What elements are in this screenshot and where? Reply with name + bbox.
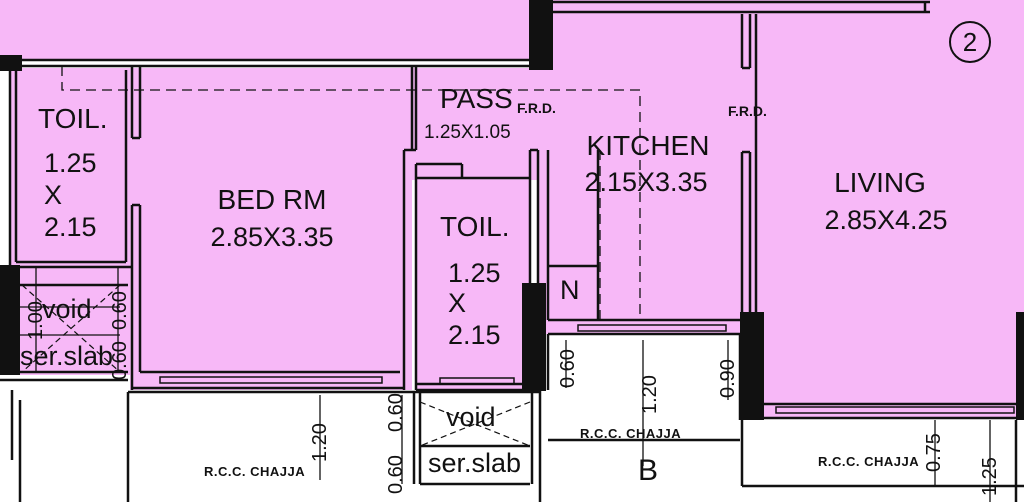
dim-mid-060-b: 0.60 xyxy=(385,455,407,494)
grid-label-b: B xyxy=(638,454,658,487)
kitchen-fill xyxy=(538,12,748,334)
toilet-left-name: TOIL. xyxy=(38,103,108,134)
room-fills xyxy=(0,0,1024,417)
void-left-fill xyxy=(10,265,130,375)
passage-frd: F.R.D. xyxy=(517,100,556,116)
toilet-left-fill xyxy=(10,68,130,268)
dim-left-100: 1.00 xyxy=(25,301,47,340)
bedroom-fill xyxy=(130,68,412,390)
chajja-bed-label: R.C.C. CHAJJA xyxy=(204,464,305,479)
dimension-lines xyxy=(35,266,991,502)
toilet-mid-dim-a: 1.25 xyxy=(448,258,501,288)
serslab-mid-label: ser.slab xyxy=(428,448,521,478)
void-left-label: void xyxy=(42,294,92,324)
bedroom-dims: 2.85X3.35 xyxy=(210,222,333,252)
column xyxy=(0,265,20,375)
toilet-mid-dim-x: X xyxy=(448,288,466,318)
dim-left-060-a: 0.60 xyxy=(109,291,131,330)
dim-left-060-b: 0.60 xyxy=(109,341,131,380)
dashed-outline xyxy=(61,66,641,320)
toilet-mid-dim-b: 2.15 xyxy=(448,320,501,350)
living-dims: 2.85X4.25 xyxy=(824,205,947,235)
living-frd: F.R.D. xyxy=(728,103,767,119)
dim-liv-075: 0.75 xyxy=(923,433,945,472)
column xyxy=(740,312,764,420)
toilet-left-dim-x: X xyxy=(44,180,62,210)
passage-dims: 1.25X1.05 xyxy=(424,122,511,143)
column xyxy=(1016,312,1024,420)
toilet-mid-name: TOIL. xyxy=(440,211,510,242)
kitchen-name: KITCHEN xyxy=(587,130,710,161)
dim-bed-120: 1.20 xyxy=(309,423,331,462)
dim-kit-090: 0.90 xyxy=(717,359,739,398)
chajja-kitchen-label: R.C.C. CHAJJA xyxy=(580,426,681,441)
chajja-living-label: R.C.C. CHAJJA xyxy=(818,454,919,469)
toilet-left-dim-a: 1.25 xyxy=(44,148,97,178)
dim-liv-125: 1.25 xyxy=(979,457,1001,496)
kitchen-niche: N xyxy=(560,275,580,305)
column xyxy=(529,0,553,70)
void-mid-label: void xyxy=(446,402,496,432)
dim-kit-060: 0.60 xyxy=(557,349,579,388)
dim-kit-120: 1.20 xyxy=(639,375,661,414)
unit-number-circle xyxy=(949,21,991,63)
dim-mid-060-a: 0.60 xyxy=(385,393,407,432)
unit-number: 2 xyxy=(963,27,977,57)
passage-fill xyxy=(412,68,538,180)
columns xyxy=(0,0,1024,420)
column xyxy=(0,55,22,71)
kitchen-dims: 2.15X3.35 xyxy=(584,167,707,197)
toilet-left-dim-b: 2.15 xyxy=(44,212,97,242)
living-name: LIVING xyxy=(834,167,926,198)
bedroom-name: BED RM xyxy=(218,184,327,215)
toilet-mid-fill xyxy=(416,178,530,390)
passage-name: PASS xyxy=(440,83,513,114)
column xyxy=(522,283,546,391)
serslab-left-label: ser.slab xyxy=(20,341,113,371)
living-fill xyxy=(748,12,1024,417)
